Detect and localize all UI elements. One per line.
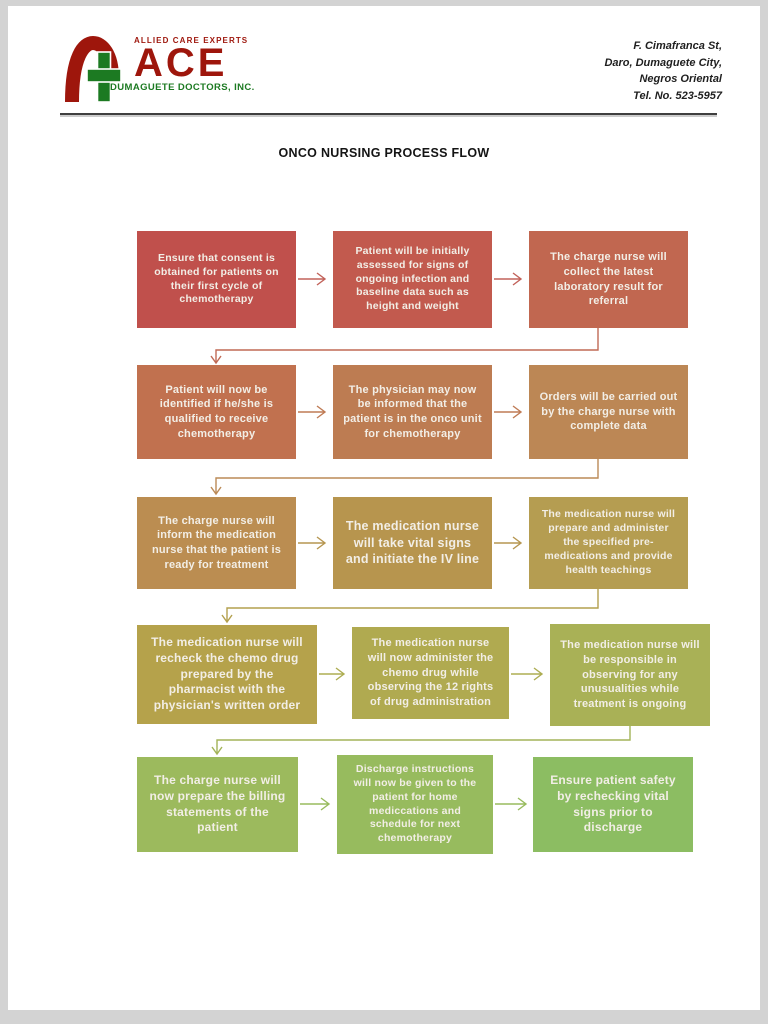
connector-arrow-icon <box>210 459 599 496</box>
ace-logo: ALLIED CARE EXPERTS ACE DUMAGUETE DOCTOR… <box>64 32 255 106</box>
flow-step-14: Discharge instructions will now be given… <box>337 755 493 854</box>
header-divider <box>60 113 717 115</box>
flow-step-8: The medication nurse will take vital sig… <box>333 497 492 589</box>
flow-step-9: The medication nurse will prepare and ad… <box>529 497 688 589</box>
connector-arrow-icon <box>221 589 599 624</box>
ace-logo-icon <box>65 35 122 103</box>
address-line: F. Cimafranca St, <box>633 40 722 52</box>
flow-step-10: The medication nurse will recheck the ch… <box>137 625 317 724</box>
flow-step-1: Ensure that consent is obtained for pati… <box>137 231 296 328</box>
flow-step-6: Orders will be carried out by the charge… <box>529 365 688 459</box>
flow-step-5: The physician may now be informed that t… <box>333 365 492 459</box>
flowchart: Ensure that consent is obtained for pati… <box>8 6 760 1010</box>
address-line: Tel. No. 523-5957 <box>633 89 722 102</box>
clinic-address: F. Cimafranca St, Daro, Dumaguete City, … <box>604 38 722 104</box>
logo-org: DUMAGUETE DOCTORS, INC. <box>110 81 255 93</box>
logo-tagline: ALLIED CARE EXPERTS <box>134 36 249 45</box>
document-page: ALLIED CARE EXPERTS ACE DUMAGUETE DOCTOR… <box>8 6 760 1010</box>
connector-arrow-icon <box>211 724 631 756</box>
flow-step-12: The medication nurse will be responsible… <box>550 624 710 726</box>
page-title: ONCO NURSING PROCESS FLOW <box>278 146 490 160</box>
flow-step-7: The charge nurse will inform the medicat… <box>137 497 296 589</box>
connector-arrow-icon <box>210 328 599 365</box>
flow-step-15: Ensure patient safety by rechecking vita… <box>533 757 693 852</box>
flow-step-2: Patient will be initially assessed for s… <box>333 231 492 328</box>
flow-step-4: Patient will now be identified if he/she… <box>137 365 296 459</box>
flow-step-3: The charge nurse will collect the latest… <box>529 231 688 328</box>
address-line: Daro, Dumaguete City, <box>604 56 722 69</box>
logo-text: ALLIED CARE EXPERTS ACE DUMAGUETE DOCTOR… <box>110 32 255 93</box>
flow-step-11: The medication nurse will now administer… <box>352 627 509 719</box>
logo-acronym: ACE <box>134 41 228 85</box>
flow-step-13: The charge nurse will now prepare the bi… <box>137 757 298 852</box>
address-line: Negros Oriental <box>639 73 722 85</box>
